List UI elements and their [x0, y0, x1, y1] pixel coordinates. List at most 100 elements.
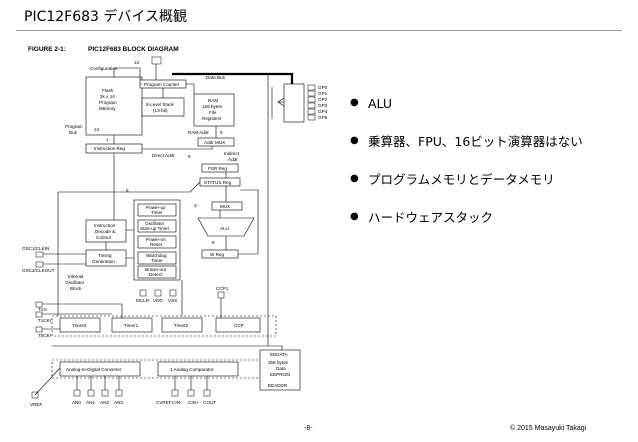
- flash-line-1: Flash: [102, 88, 114, 93]
- timers-line-9: Brown-out: [145, 267, 167, 272]
- gpio-pin-box: [307, 96, 316, 103]
- label-vss: VSS: [168, 298, 177, 303]
- wdt-block: [137, 251, 177, 265]
- ram-line-2: 128 bytes: [202, 104, 223, 109]
- timers-line-1: Power-up: [146, 205, 166, 210]
- eeprom-block: [259, 349, 301, 391]
- gpio-label-gp1: GP1: [318, 91, 328, 96]
- label-status-reg: STATUS Reg: [204, 180, 232, 185]
- bullet-icon: ●: [350, 173, 359, 184]
- label-ram-addr: RAM Addr: [188, 130, 209, 135]
- timers-line-10: Detect: [149, 272, 163, 277]
- stack-block: [141, 97, 185, 117]
- bullet-text: プログラムメモリとデータメモリ: [368, 172, 555, 187]
- bullet-item: ● ハードウェアスタック: [350, 210, 583, 250]
- label-t1cki: T1CKI: [38, 318, 51, 323]
- label-an3: AN3: [114, 400, 123, 405]
- bullet-text: ALU: [368, 96, 393, 111]
- flash-memory-block: [85, 76, 143, 136]
- gpio-pin-box: [307, 114, 316, 121]
- width-ir: 7: [106, 138, 109, 143]
- ram-line-3: File: [209, 110, 217, 115]
- width-status: 8: [126, 188, 129, 193]
- label-addr-mux: Addr MUX: [204, 140, 225, 145]
- adc-block: [59, 361, 141, 377]
- gpio-pin-box: [307, 102, 316, 109]
- vdd-pin-box: [154, 289, 162, 297]
- label-adc: Analog-to-Digital Converter: [66, 367, 122, 372]
- copyright-notice: © 2015 Masayuki Takagi: [510, 425, 587, 432]
- por-block: [137, 235, 177, 249]
- an1-pin-box: [87, 389, 95, 397]
- stack-line-2: (13-bit): [153, 108, 168, 113]
- label-alu: ALU: [220, 226, 229, 231]
- bullet-item: ● ALU: [350, 96, 583, 136]
- label-w-reg: W Reg: [210, 252, 224, 257]
- title-divider: [16, 30, 622, 31]
- label-cin-minus: CIN-: [172, 400, 182, 405]
- comparator-block: [157, 361, 239, 377]
- alu-block: [197, 217, 255, 237]
- label-program-counter: Program Counter: [144, 82, 180, 87]
- flash-line-4: Memory: [99, 106, 116, 111]
- label-vdd: VDD: [153, 298, 163, 303]
- gpio-pin-box: [307, 108, 316, 115]
- timing-line-2: Generation: [92, 259, 115, 264]
- label-comparator: 1 Analog Comparator: [170, 367, 214, 372]
- label-osc2: OSC2/CLKOUT: [22, 268, 55, 273]
- width-alu: 8: [212, 240, 215, 245]
- timers-line-7: Watchdog: [146, 253, 167, 258]
- gpio-label-gp5: GP5: [318, 115, 328, 120]
- eeprom-line-5: EEADDR: [268, 383, 288, 388]
- label-cvref: CVREF: [156, 400, 172, 405]
- bullet-icon: ●: [350, 97, 359, 108]
- label-program-bus-2: Bus: [69, 130, 78, 135]
- fsr-reg-block: [201, 163, 239, 173]
- ram-line-1: RAM: [208, 98, 218, 103]
- eeprom-line-2: 256 bytes: [268, 360, 289, 365]
- timers-line-2: Timer: [151, 210, 163, 215]
- page-number: -8-: [304, 425, 313, 432]
- bullet-icon: ●: [350, 135, 359, 146]
- an3-pin-box: [115, 389, 123, 397]
- label-direct-addr: Direct Addr: [152, 153, 175, 158]
- gpio-port-block: [283, 83, 305, 123]
- mclr-pin-top: [151, 56, 162, 65]
- gpio-label-gp2: GP2: [318, 97, 328, 102]
- bullet-text: ハードウェアスタック: [368, 210, 494, 225]
- gpio-label-gp3: GP3: [318, 103, 328, 108]
- label-cin-plus: CIN+: [188, 400, 199, 405]
- gpio-pin-box: [307, 90, 316, 97]
- gpio-pins: GP0 GP1 GP2 GP3 GP4 GP5: [307, 84, 328, 121]
- label-mclr: MCLR: [136, 298, 150, 303]
- osc-block-line-3: Block: [70, 286, 82, 291]
- figure-title: PIC12F683 BLOCK DIAGRAM: [88, 46, 179, 53]
- osc-block-line-2: Oscillator: [65, 280, 85, 285]
- connector-lines: [34, 64, 283, 396]
- timer2-block: [161, 317, 203, 333]
- stack-line-1: 8-Level Stack: [146, 102, 175, 107]
- label-vref: VREF: [30, 402, 42, 407]
- bullet-icon: ●: [350, 211, 359, 222]
- eeprom-line-1: EEDATA: [270, 352, 289, 357]
- timer0-block: [59, 317, 101, 333]
- bullet-list: ●ALU ●乗算器、FPU、16ビット演算器はない ●プログラムメモリとデータメ…: [350, 96, 583, 250]
- data-bus-line: [172, 72, 294, 87]
- flash-line-3: Program: [99, 100, 117, 105]
- label-timer2: Timer2: [174, 323, 189, 328]
- cout-pin-box: [203, 389, 211, 397]
- osc1-pin-box: [35, 251, 44, 258]
- block-diagram: Configuration Flash 2k x 14 Program Memo…: [22, 56, 328, 407]
- label-cout: COUT: [203, 400, 216, 405]
- label-indirect-addr-1: Indirect: [224, 151, 240, 156]
- width-fsr: 8: [188, 154, 191, 159]
- cin-minus-pin-box: [171, 389, 179, 397]
- flash-line-2: 2k x 14: [100, 94, 115, 99]
- bod-block: [137, 265, 177, 279]
- label-t1g: T1G: [38, 307, 47, 312]
- label-timer1: Timer1: [124, 323, 139, 328]
- timers-line-3: Oscillator: [145, 221, 165, 226]
- label-osc1: OSC1/CLKIN: [22, 246, 49, 251]
- an2-pin-box: [101, 389, 109, 397]
